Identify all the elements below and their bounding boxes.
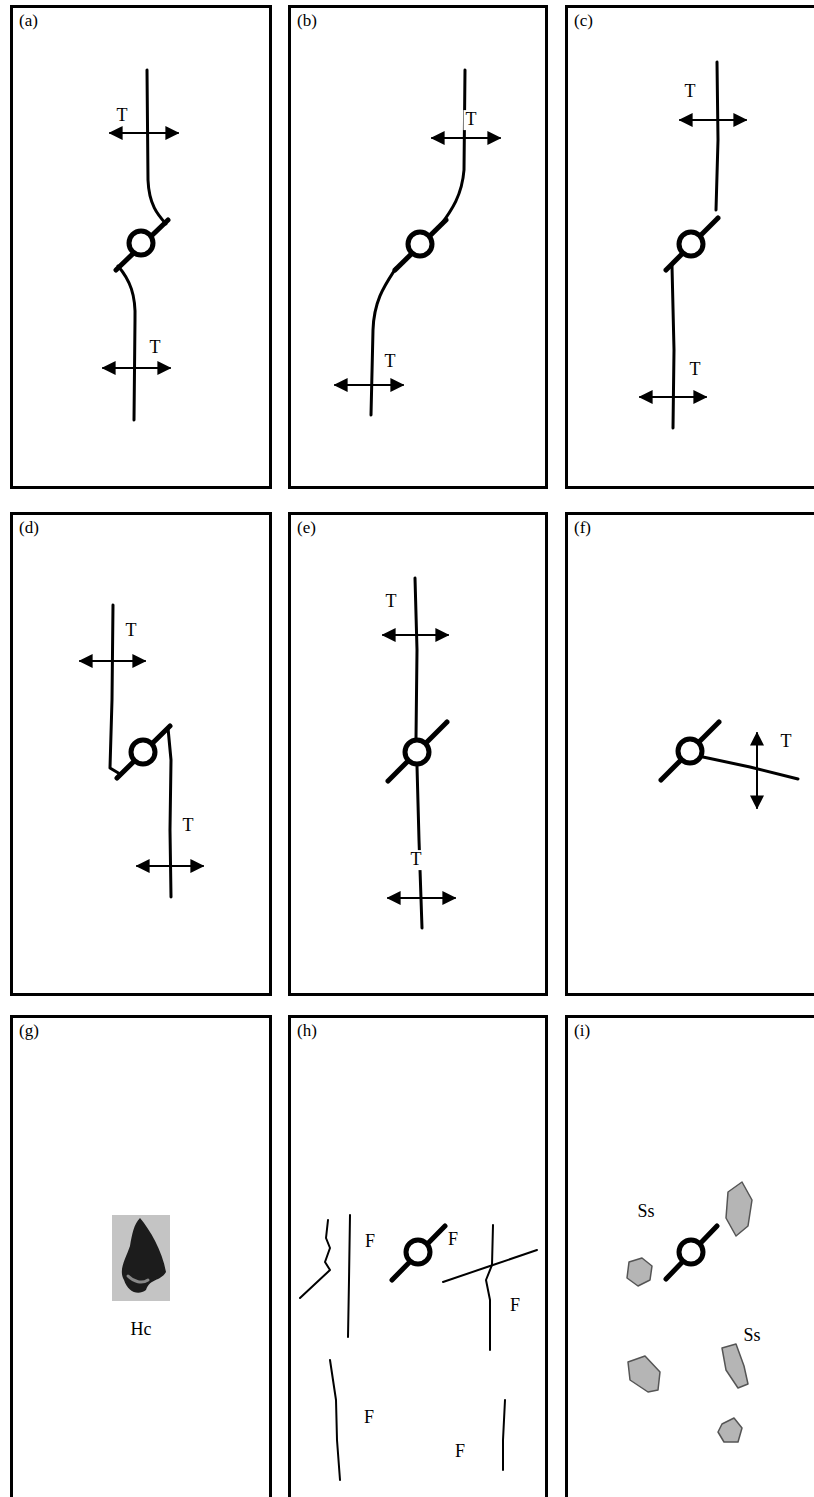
natural-fracture [300,1215,537,1480]
fracture-trace [703,757,798,779]
panel-letter: (b) [297,12,317,31]
fracture-trace [672,266,674,428]
tension-label: T [683,82,698,102]
figure-panel: (e) [288,512,548,996]
borehole-symbol [116,220,168,270]
tension-arrow [110,132,178,134]
figure-panel: (h) [288,1015,548,1497]
fracture-trace [371,268,396,415]
fracture-label: F [362,1408,376,1428]
core-photo [112,1215,170,1301]
tension-arrow [756,733,758,808]
borehole-symbol [117,726,170,778]
panel-letter: (h) [297,1022,317,1041]
borehole-symbol [395,220,446,270]
borehole-symbol [661,722,719,780]
tension-arrow [137,865,203,867]
fracture-trace [168,728,171,897]
fracture-label: F [508,1296,522,1316]
tension-arrow [80,660,145,662]
panel-letter: (f) [574,519,591,538]
fracture-label: F [453,1442,467,1462]
tension-label: T [115,106,130,126]
tension-label: T [124,621,139,641]
tension-label: T [409,850,424,870]
fracture-trace [110,605,120,774]
tension-label: T [148,338,163,358]
core-label: Hc [129,1320,154,1340]
panel-letter: (g) [19,1022,39,1041]
sand-grain [627,1182,752,1442]
fracture-trace [415,578,417,738]
fracture-label: F [446,1230,460,1250]
tension-arrow [432,137,500,139]
panel-letter: (e) [297,519,316,538]
tension-label: T [688,360,703,380]
figure-panel: (f) [565,512,814,996]
figure-panel: (d) [10,512,272,996]
tension-arrow [383,634,448,636]
panel-letter: (i) [574,1022,590,1041]
fracture-trace [440,70,465,226]
fracture-trace [147,70,166,224]
figure-panel: (b) [288,5,548,489]
fracture-trace [417,766,422,928]
tension-label: T [181,816,196,836]
tension-arrow [103,367,170,369]
tension-arrow [680,119,746,121]
borehole-symbol [392,1226,445,1280]
figure-panel: (c) [565,5,814,489]
tension-arrow [335,384,403,386]
tension-label: T [779,732,794,752]
fracture-trace [716,62,718,210]
panel-letter: (a) [19,12,38,31]
fracture-label: F [363,1232,377,1252]
sand-label: Ss [741,1326,762,1346]
panel-letter: (c) [574,12,593,31]
sand-label: Ss [635,1202,656,1222]
tension-label: T [464,110,479,130]
tension-arrow [388,897,455,899]
figure-panel: (a) [10,5,272,489]
figure-panel: (i) [565,1015,814,1497]
fracture-trace [118,266,135,420]
tension-arrow [640,396,706,398]
tension-label: T [384,592,399,612]
figure-panel: (g) [10,1015,272,1497]
borehole-symbol [666,218,718,270]
panel-letter: (d) [19,519,39,538]
borehole-symbol [666,1226,717,1279]
tension-label: T [383,352,398,372]
